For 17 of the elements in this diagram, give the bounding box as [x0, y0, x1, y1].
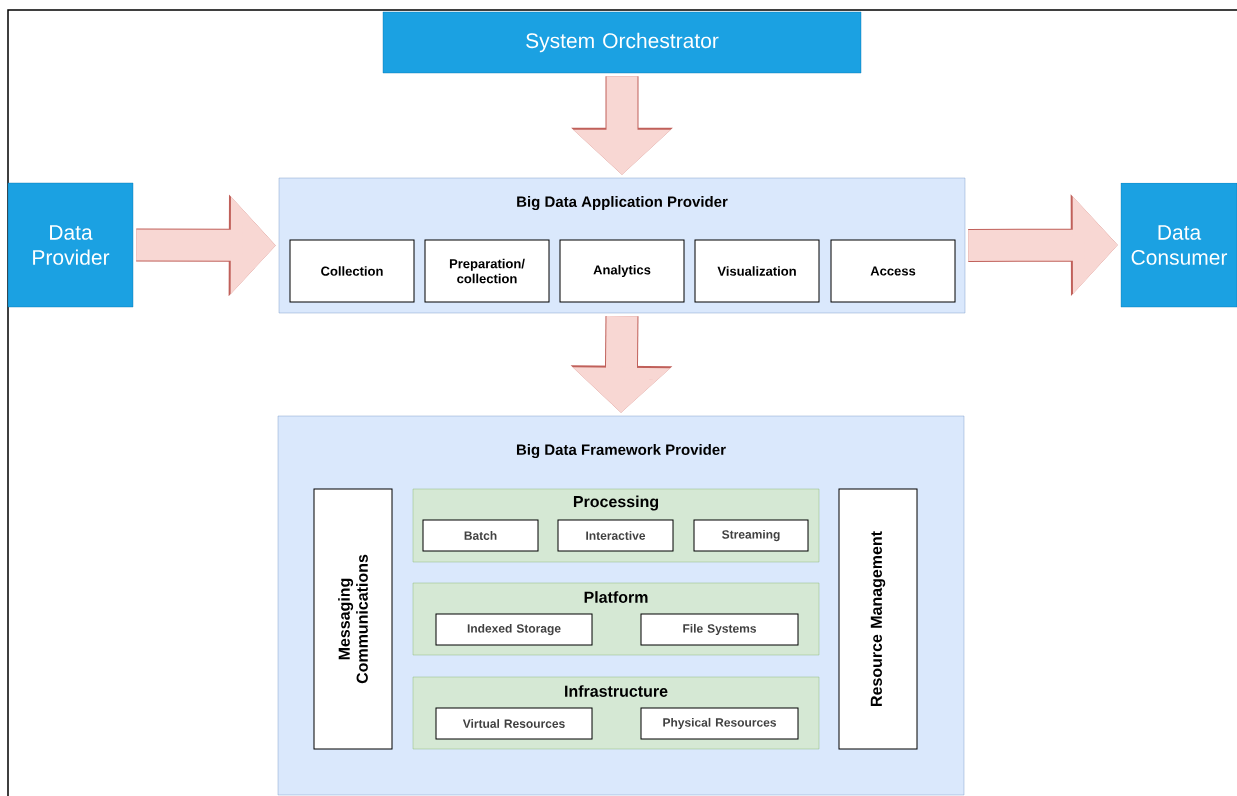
actor-box: System Orchestrator [382, 11, 862, 74]
component-box: File Systems [640, 613, 799, 646]
component-box: Physical Resources [640, 707, 799, 740]
function-box: Preparation/ collection [424, 239, 550, 303]
component-box: Streaming [693, 519, 809, 552]
side-box: Resource Management [838, 488, 918, 750]
function-box: Visualization [694, 239, 820, 303]
side-box: Messaging Communications [313, 488, 393, 750]
actor-box: Data Provider [7, 182, 134, 308]
component-box: Virtual Resources [435, 707, 593, 740]
function-box: Access [830, 239, 956, 303]
component-box: Indexed Storage [435, 613, 593, 646]
function-box: Analytics [559, 239, 685, 303]
function-box: Collection [289, 239, 415, 303]
component-box: Interactive [557, 519, 674, 552]
component-box: Batch [422, 519, 539, 552]
actor-box: Data Consumer [1120, 182, 1237, 308]
